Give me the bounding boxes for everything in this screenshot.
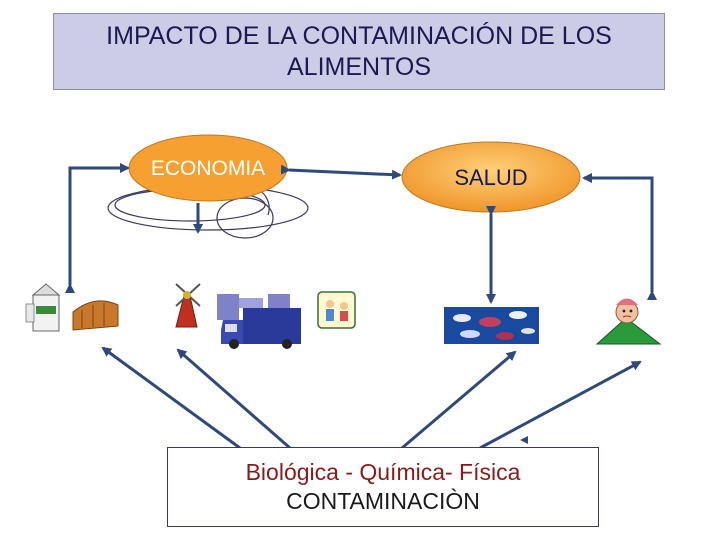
economia-label: ECONOMIA	[151, 157, 265, 180]
salud-label: SALUD	[454, 165, 527, 190]
salud-node: SALUD	[401, 141, 581, 213]
page-title: IMPACTO DE LA CONTAMINACIÓN DE LOS ALIME…	[106, 21, 612, 81]
contamination-types: Biológica - Química- Física	[245, 459, 521, 485]
sick-person-icon	[595, 298, 662, 345]
pills-icon	[444, 307, 539, 344]
small-arrowhead	[520, 436, 528, 444]
title-box: IMPACTO DE LA CONTAMINACIÓN DE LOS ALIME…	[53, 13, 665, 90]
windmill-icon	[175, 283, 201, 328]
connector-arrows	[65, 163, 657, 450]
bread-icon	[72, 300, 119, 331]
contamination-label: CONTAMINACIÒN	[286, 488, 480, 514]
truck-icon	[217, 294, 301, 349]
milk-carton-icon	[25, 283, 61, 332]
contamination-box: Biológica - Química- Física CONTAMINACIÒ…	[167, 447, 599, 527]
economia-node: ECONOMIA	[128, 134, 288, 202]
family-icon	[317, 291, 356, 329]
